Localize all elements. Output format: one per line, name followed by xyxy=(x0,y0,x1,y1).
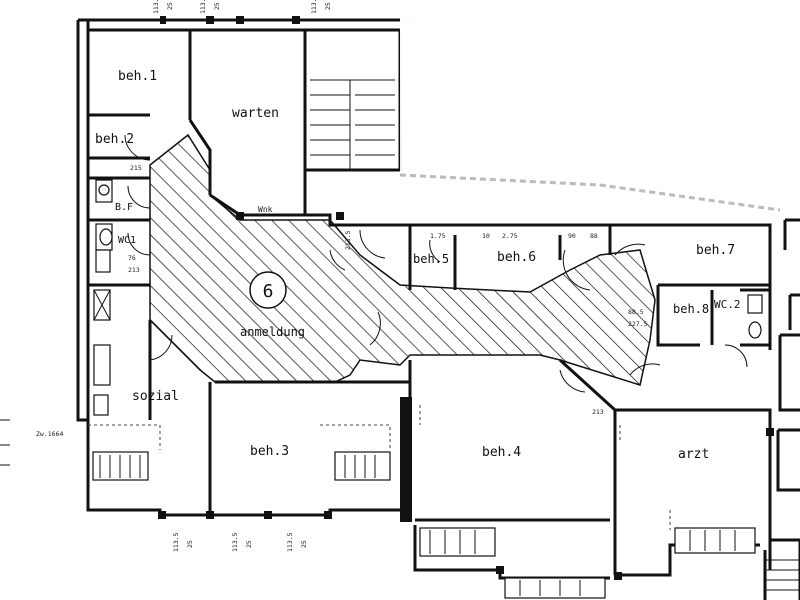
label-beh8: beh.8 xyxy=(673,302,709,316)
sanitary-fixtures xyxy=(93,179,763,416)
dashed-openings xyxy=(88,405,671,530)
wall-right-wing xyxy=(305,213,772,350)
label-beh2: beh.2 xyxy=(95,132,134,147)
dim-door-213-5: 213.5 xyxy=(344,230,352,250)
stair-steps xyxy=(310,79,395,170)
label-beh7: beh.7 xyxy=(696,243,735,258)
dim-top-2: 25 xyxy=(166,2,174,10)
dim-top-5: 113.5 xyxy=(310,0,318,14)
wall-beh8 xyxy=(656,283,770,347)
dim-bottom-6: 25 xyxy=(300,540,308,548)
label-wc1: WC1 xyxy=(118,235,136,246)
dim-bottom-1: 113.5 xyxy=(172,532,180,552)
label-wc2: WC.2 xyxy=(714,298,741,311)
dim-door-213-b: 213 xyxy=(592,408,604,416)
dim-top-3: 113.5 xyxy=(199,0,207,14)
dim-bottom-5: 113.5 xyxy=(286,532,294,552)
dim-top-4: 25 xyxy=(213,2,221,10)
label-beh5: beh.5 xyxy=(413,252,449,266)
label-beh1: beh.1 xyxy=(118,69,157,84)
right-edge-walls xyxy=(763,218,800,600)
dim-top-6: 25 xyxy=(324,2,332,10)
dim-bottom-2: 25 xyxy=(186,540,194,548)
window-bays xyxy=(92,451,756,599)
wall-posts xyxy=(158,16,774,580)
dimension-labels: 113.5 25 113.5 25 113.5 25 113.5 25 113.… xyxy=(36,0,648,552)
dim-1-75: 1.75 xyxy=(430,232,446,240)
wall-stair xyxy=(305,28,402,172)
door-swings xyxy=(124,134,748,393)
label-anmeldung: anmeldung xyxy=(240,325,305,339)
dim-bottom-3: 113.5 xyxy=(231,532,239,552)
label-beh6: beh.6 xyxy=(497,250,536,265)
dim-90: 90 xyxy=(568,232,576,240)
label-beh3: beh.3 xyxy=(250,444,289,459)
outer-wall xyxy=(76,20,88,422)
dim-door-227-5: 227.5 xyxy=(628,320,648,328)
scan-fade xyxy=(400,0,800,215)
right-stair xyxy=(765,559,800,591)
label-warten: warten xyxy=(232,106,279,121)
dim-top-1: 113.5 xyxy=(152,0,160,14)
dim-bottom-4: 25 xyxy=(245,540,253,548)
label-wnk: Wnk xyxy=(258,205,273,214)
label-arzt: arzt xyxy=(678,447,709,462)
room-number-marker: 6 xyxy=(249,271,287,309)
marker-number: 6 xyxy=(263,281,274,302)
dim-door-76-a: 76 xyxy=(128,254,136,262)
dim-door-88-5: 88.5 xyxy=(628,308,644,316)
label-beh4: beh.4 xyxy=(482,445,521,460)
dim-88: 88 xyxy=(590,232,598,240)
dim-door-213-a: 213 xyxy=(128,266,140,274)
label-wc-a: B.F xyxy=(115,202,133,213)
dim-2-75: 2.75 xyxy=(502,232,518,240)
dim-10: 10 xyxy=(482,232,490,240)
dim-level: Zw.1664 xyxy=(36,430,63,438)
label-sozial: sozial xyxy=(132,389,179,404)
dim-door-215: 215 xyxy=(130,164,142,172)
faded-wall-trace xyxy=(399,173,781,212)
